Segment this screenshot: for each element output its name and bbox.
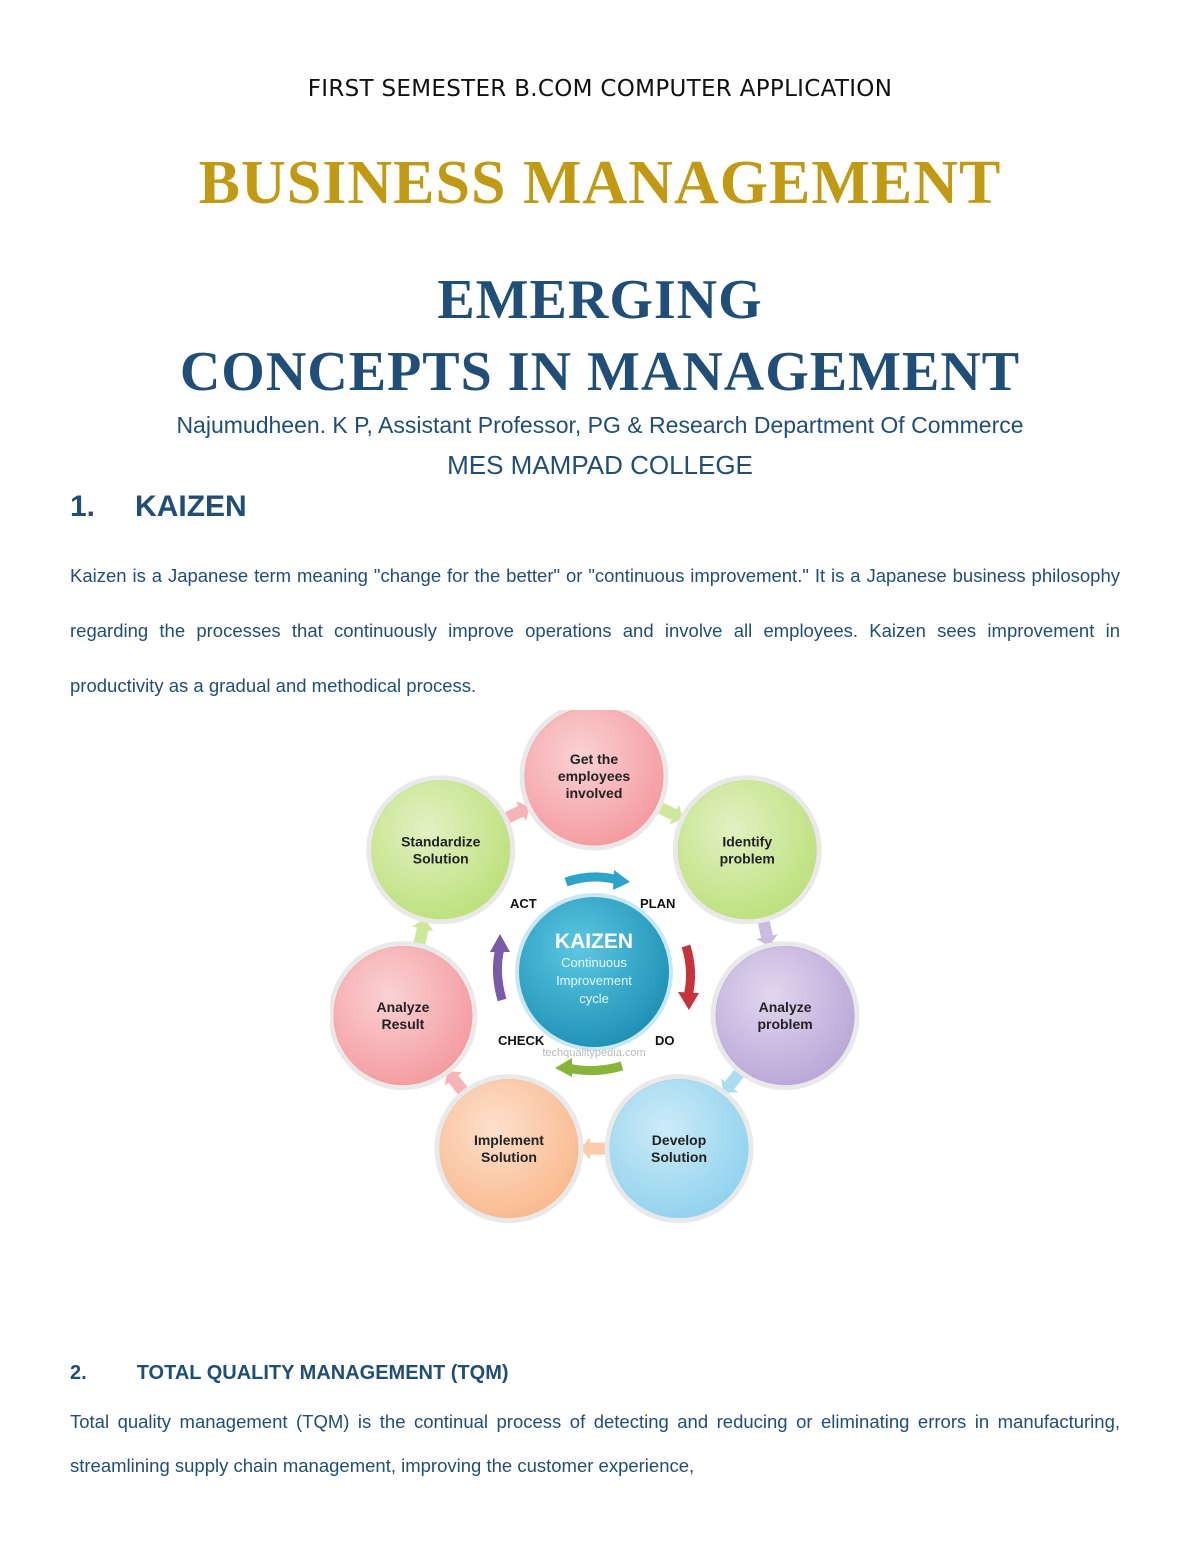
center-sub-2: Improvement xyxy=(556,973,632,988)
step-connector-arrow-icon xyxy=(412,919,434,946)
step-label: Implement xyxy=(474,1132,544,1148)
author-line: Najumudheen. K P, Assistant Professor, P… xyxy=(176,412,1024,438)
step-circle-highlight xyxy=(716,946,855,1085)
step-label: problem xyxy=(757,1016,812,1032)
do-arrowhead-icon xyxy=(678,992,699,1010)
step-connector-arrow-icon xyxy=(444,1071,469,1096)
section-heading-kaizen: 1. KAIZEN xyxy=(70,490,247,524)
step-connector-arrow-icon xyxy=(756,919,778,947)
section-title: KAIZEN xyxy=(135,490,247,523)
step-label: Solution xyxy=(481,1149,537,1165)
step-label: problem xyxy=(720,850,775,866)
step-circle-highlight xyxy=(333,946,472,1085)
check-arrow-icon xyxy=(566,1061,624,1076)
plan-arrowhead-icon xyxy=(613,870,630,890)
label-act: ACT xyxy=(510,896,537,911)
do-arrow-icon xyxy=(681,944,696,998)
chapter-title-line-2: CONCEPTS IN MANAGEMENT xyxy=(179,341,1021,403)
college-name: MES MAMPAD COLLEGE xyxy=(447,450,753,480)
step-connector-arrow-icon xyxy=(580,1137,606,1160)
center-title: KAIZEN xyxy=(555,930,633,953)
section-number: 1. xyxy=(70,490,96,523)
step-circle-highlight xyxy=(439,1079,578,1218)
center-sub-3: cycle xyxy=(579,991,609,1006)
subject-title: BUSINESS MANAGEMENT xyxy=(198,149,1002,217)
step-circles: Get theemployeesinvolvedIdentifyproblemA… xyxy=(330,710,860,1224)
step-label: Get the xyxy=(570,751,618,767)
step-label: Develop xyxy=(652,1132,706,1148)
kaizen-cycle-diagram: Get theemployeesinvolvedIdentifyproblemA… xyxy=(330,710,860,1224)
section-number: 2. xyxy=(70,1362,87,1384)
act-arrow-icon xyxy=(492,946,507,1002)
step-label: Result xyxy=(382,1016,425,1032)
kaizen-center-circle xyxy=(515,893,673,1051)
step-connector-arrow-icon xyxy=(657,802,684,825)
step-label: involved xyxy=(566,785,623,801)
plan-arrow-icon xyxy=(564,872,620,887)
step-circle-highlight xyxy=(525,710,663,845)
label-check: CHECK xyxy=(498,1033,545,1048)
step-label: Solution xyxy=(651,1149,707,1165)
act-arrowhead-icon xyxy=(490,934,510,952)
step-circle-highlight xyxy=(371,780,510,919)
section-title: TOTAL QUALITY MANAGEMENT (TQM) xyxy=(136,1362,509,1384)
kaizen-paragraph: Kaizen is a Japanese term meaning "chang… xyxy=(70,565,1120,696)
step-connector-arrow-icon xyxy=(503,801,530,824)
label-plan: PLAN xyxy=(640,896,675,911)
section-heading-tqm: 2. TOTAL QUALITY MANAGEMENT (TQM) xyxy=(70,1362,509,1385)
chapter-title-line-1: EMERGING xyxy=(437,269,763,331)
diagram-watermark: techqualitypedia.com xyxy=(542,1047,645,1059)
check-arrowhead-icon xyxy=(555,1058,572,1077)
step-connector-arrow-icon xyxy=(720,1068,745,1094)
step-label: Analyze xyxy=(376,999,429,1015)
center-sub-1: Continuous xyxy=(561,955,627,970)
step-circle-highlight xyxy=(678,780,817,919)
tqm-paragraph: Total quality management (TQM) is the co… xyxy=(70,1411,1120,1476)
step-label: Analyze xyxy=(759,999,812,1015)
step-label: Standardize xyxy=(401,833,481,849)
step-label: Solution xyxy=(413,850,469,866)
step-connectors xyxy=(412,801,778,1160)
document-header: FIRST SEMESTER B.COM COMPUTER APPLICATIO… xyxy=(307,76,893,102)
step-circle-highlight xyxy=(610,1079,749,1218)
step-label: employees xyxy=(558,768,631,784)
step-label: Identify xyxy=(722,833,772,849)
label-do: DO xyxy=(655,1033,675,1048)
